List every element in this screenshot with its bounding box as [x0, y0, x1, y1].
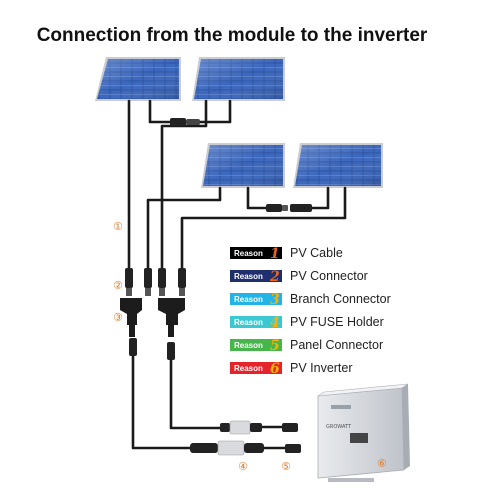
callout-6: ⑥ [377, 457, 387, 470]
reason-badge [230, 316, 282, 328]
reason-number: 4 [270, 315, 280, 331]
pv-cable-lines [127, 99, 347, 450]
solar-panel-icon [293, 143, 383, 188]
mc4-connector-icon [266, 204, 312, 212]
mc4-connector-icon [170, 118, 200, 126]
reason-word: Reason [234, 295, 263, 304]
reason-badge [230, 293, 282, 305]
callout-2: ② [113, 279, 123, 292]
reason-number: 3 [270, 292, 280, 308]
legend-label: Panel Connector [290, 338, 383, 352]
fuse-holder-icon [190, 440, 264, 456]
legend-item: Reason 1 PV Cable [230, 246, 343, 262]
legend-item: Reason 4 PV FUSE Holder [230, 315, 384, 331]
reason-badge [230, 270, 282, 282]
solar-panel-icon [201, 143, 285, 188]
callout-3: ③ [113, 311, 123, 324]
reason-number: 6 [270, 361, 280, 377]
legend-item: Reason 3 Branch Connector [230, 292, 391, 308]
reason-badge [230, 339, 282, 351]
legend-label: PV FUSE Holder [290, 315, 384, 329]
legend-label: PV Inverter [290, 361, 353, 375]
panel-connector-icon [282, 423, 301, 453]
inverter-icon: GROWATT [317, 383, 410, 482]
mc4-connector-icon [129, 338, 175, 360]
reason-word: Reason [234, 249, 263, 258]
pv-connector-icon [125, 268, 186, 296]
reason-number: 1 [270, 246, 280, 262]
reason-word: Reason [234, 364, 263, 373]
fuse-holder-icon [220, 420, 262, 435]
solar-panel-icon [192, 57, 285, 101]
legend-label: PV Cable [290, 246, 343, 260]
legend-label: PV Connector [290, 269, 368, 283]
reason-number: 2 [269, 269, 280, 285]
legend-item: Reason 5 Panel Connector [230, 338, 383, 354]
branch-connector-icon [120, 298, 185, 337]
callout-5: ⑤ [281, 460, 291, 473]
solar-panel-icon [95, 57, 181, 101]
callout-4: ④ [238, 460, 248, 473]
reason-badge [230, 362, 282, 374]
legend-item: Reason 6 PV Inverter [230, 361, 353, 377]
page-title: Connection from the module to the invert… [37, 25, 428, 46]
reason-word: Reason [234, 318, 263, 327]
legend-item: Reason 2 PV Connector [230, 269, 368, 285]
callout-1: ① [113, 220, 123, 233]
reason-word: Reason [234, 272, 263, 281]
svg-text:GROWATT: GROWATT [326, 424, 352, 430]
reason-number: 5 [270, 338, 280, 354]
reason-badge [230, 247, 282, 259]
legend-label: Branch Connector [290, 292, 391, 306]
reason-word: Reason [234, 341, 263, 350]
